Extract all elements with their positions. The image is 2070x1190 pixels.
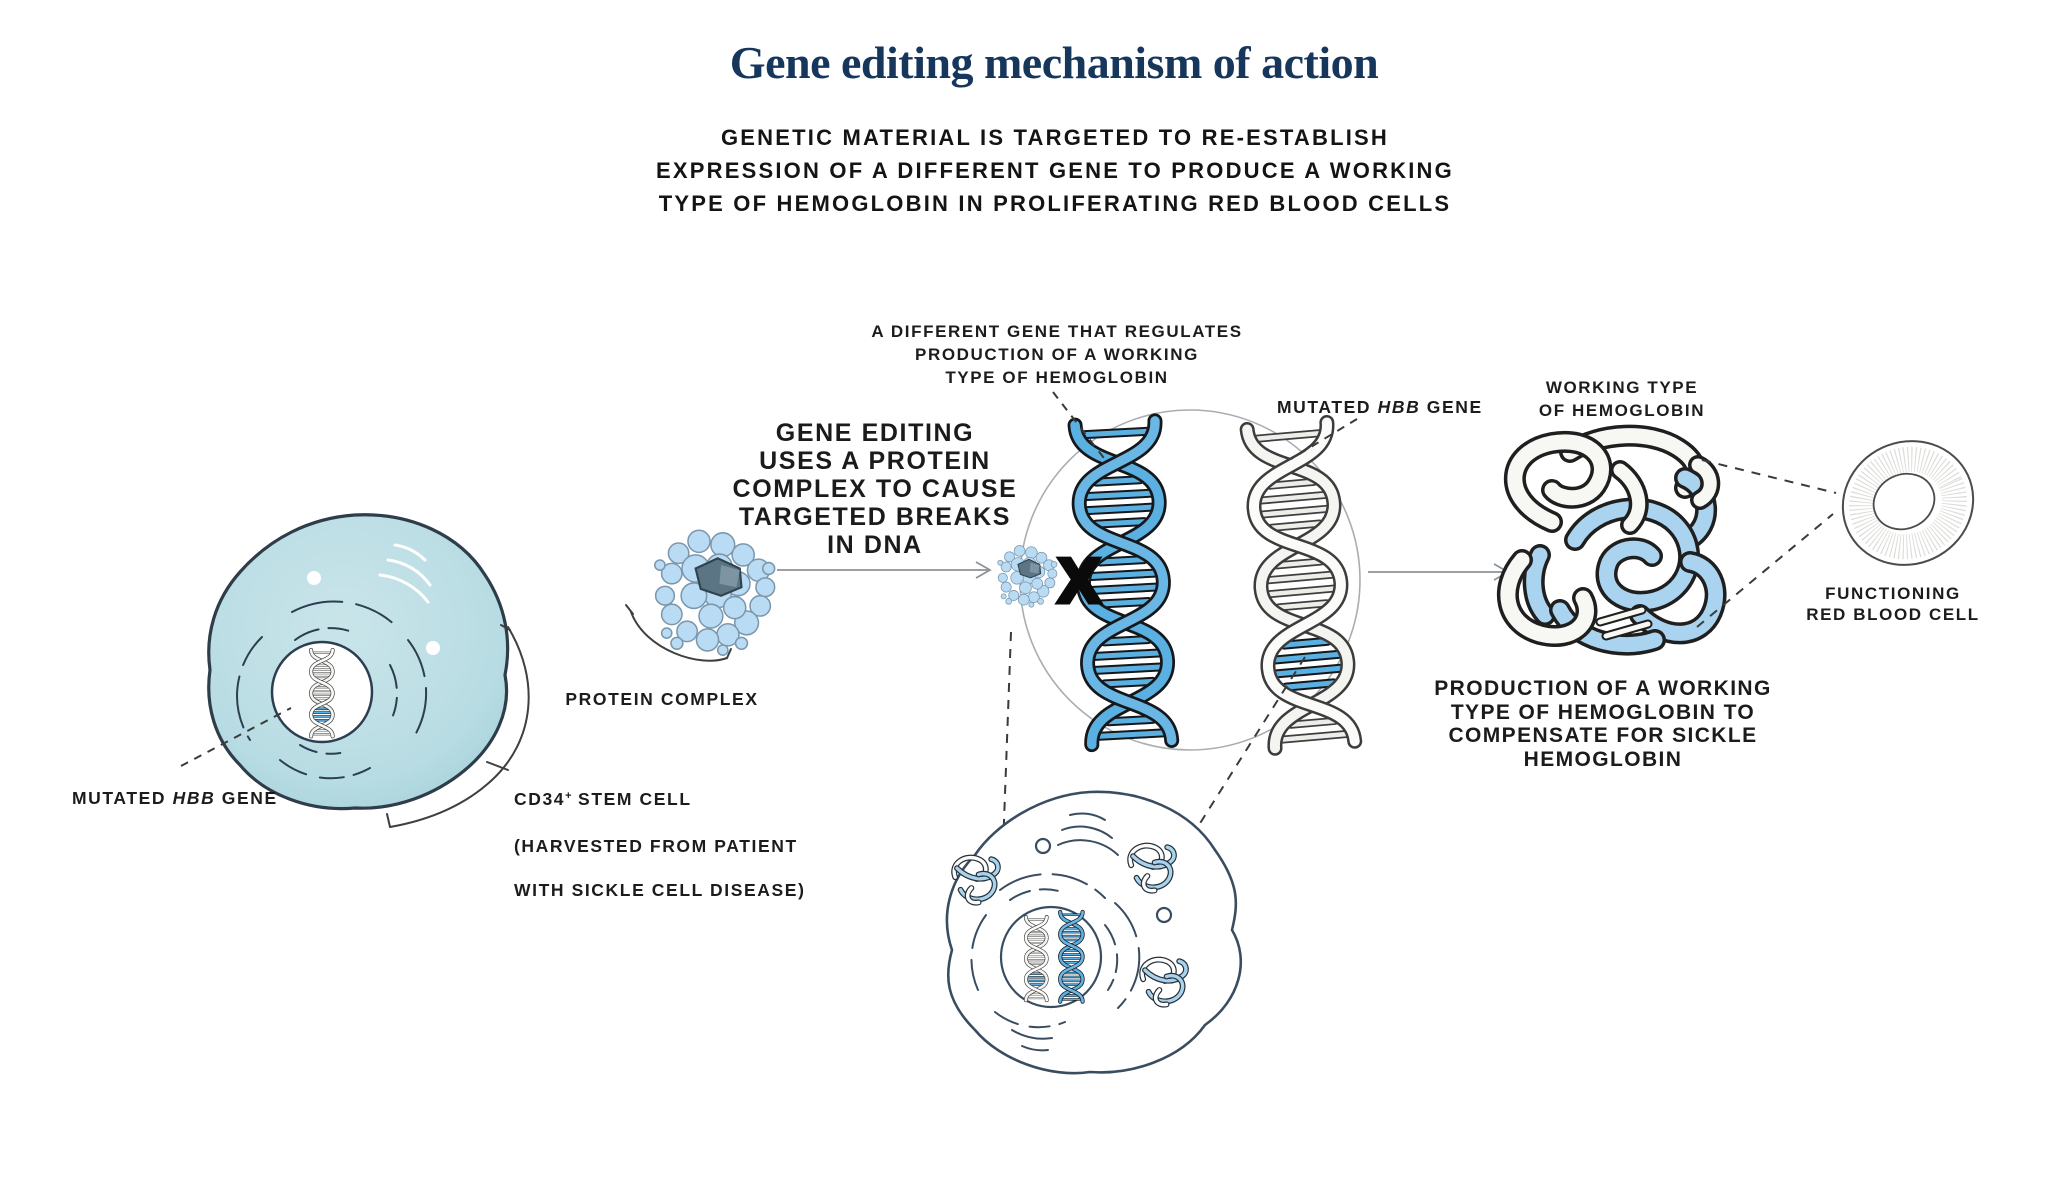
- label-text: MUTATED: [72, 788, 173, 808]
- rbc-pointer-lines: [1696, 459, 1837, 628]
- vesicle: [1034, 837, 1052, 855]
- page-subtitle: GENETIC MATERIAL IS TARGETED TO RE-ESTAB…: [656, 125, 1454, 216]
- proliferating-cell-illustration: [945, 790, 1242, 1075]
- gene-editing-statement: GENE EDITING USES A PROTEIN COMPLEX TO C…: [732, 419, 1018, 559]
- functioning-rbc-label: FUNCTIONING RED BLOOD CELL: [1806, 584, 1980, 624]
- mutated-gene-pointer-line: [180, 707, 292, 767]
- gene-name-italic: HBB: [1377, 397, 1421, 417]
- stem-cell-illustration: [180, 513, 530, 828]
- proliferating-cell-nucleus: [999, 905, 1103, 1009]
- vesicle: [1155, 906, 1173, 924]
- stem-cell-bracket: [386, 624, 530, 828]
- label-text: STEM CELL: [571, 789, 692, 809]
- red-blood-cell-illustration: [1841, 440, 1975, 566]
- protein-complex-illustration: [625, 529, 776, 662]
- dna-pointer-lines: [1052, 391, 1358, 463]
- gene-name-italic: HBB: [172, 788, 216, 808]
- cd34-stem-cell-label: CD34+ STEM CELL (HARVESTED FROM PATIENT …: [514, 766, 806, 901]
- hemoglobin-illustration: [1496, 424, 1727, 656]
- x-break-mark: X: [1058, 547, 1099, 616]
- label-text: GENE: [215, 788, 278, 808]
- cell-glint: [426, 641, 440, 655]
- superscript-plus: +: [565, 790, 572, 802]
- cell-glint: [307, 571, 321, 585]
- protein-bracket: [625, 604, 732, 662]
- protein-complex-label: PROTEIN COMPLEX: [565, 689, 759, 709]
- label-text: CD34: [514, 789, 566, 809]
- production-statement: PRODUCTION OF A WORKING TYPE OF HEMOGLOB…: [1434, 677, 1772, 771]
- mutated-hbb-gene-label-right: MUTATED HBB GENE: [1277, 396, 1483, 418]
- label-text: GENE: [1420, 397, 1483, 417]
- arrow-protein-to-dna: [777, 561, 992, 579]
- nucleus-ripples: [236, 600, 428, 780]
- label-text: MUTATED: [1277, 397, 1378, 417]
- different-gene-label: A DIFFERENT GENE THAT REGULATES PRODUCTI…: [871, 322, 1243, 387]
- dna-circle-illustration: X: [997, 391, 1360, 978]
- mutated-hbb-gene-label-left: MUTATED HBB GENE: [72, 787, 278, 809]
- page-title: Gene editing mechanism of action: [729, 37, 1379, 88]
- cell-texture: [970, 812, 1141, 1052]
- label-text: (HARVESTED FROM PATIENT: [514, 836, 798, 856]
- label-text: WITH SICKLE CELL DISEASE): [514, 880, 806, 900]
- cell-streaks: [378, 543, 432, 604]
- working-hemoglobin-label: WORKING TYPE OF HEMOGLOBIN: [1538, 378, 1706, 420]
- arrow-dna-to-hemoglobin: [1368, 563, 1510, 581]
